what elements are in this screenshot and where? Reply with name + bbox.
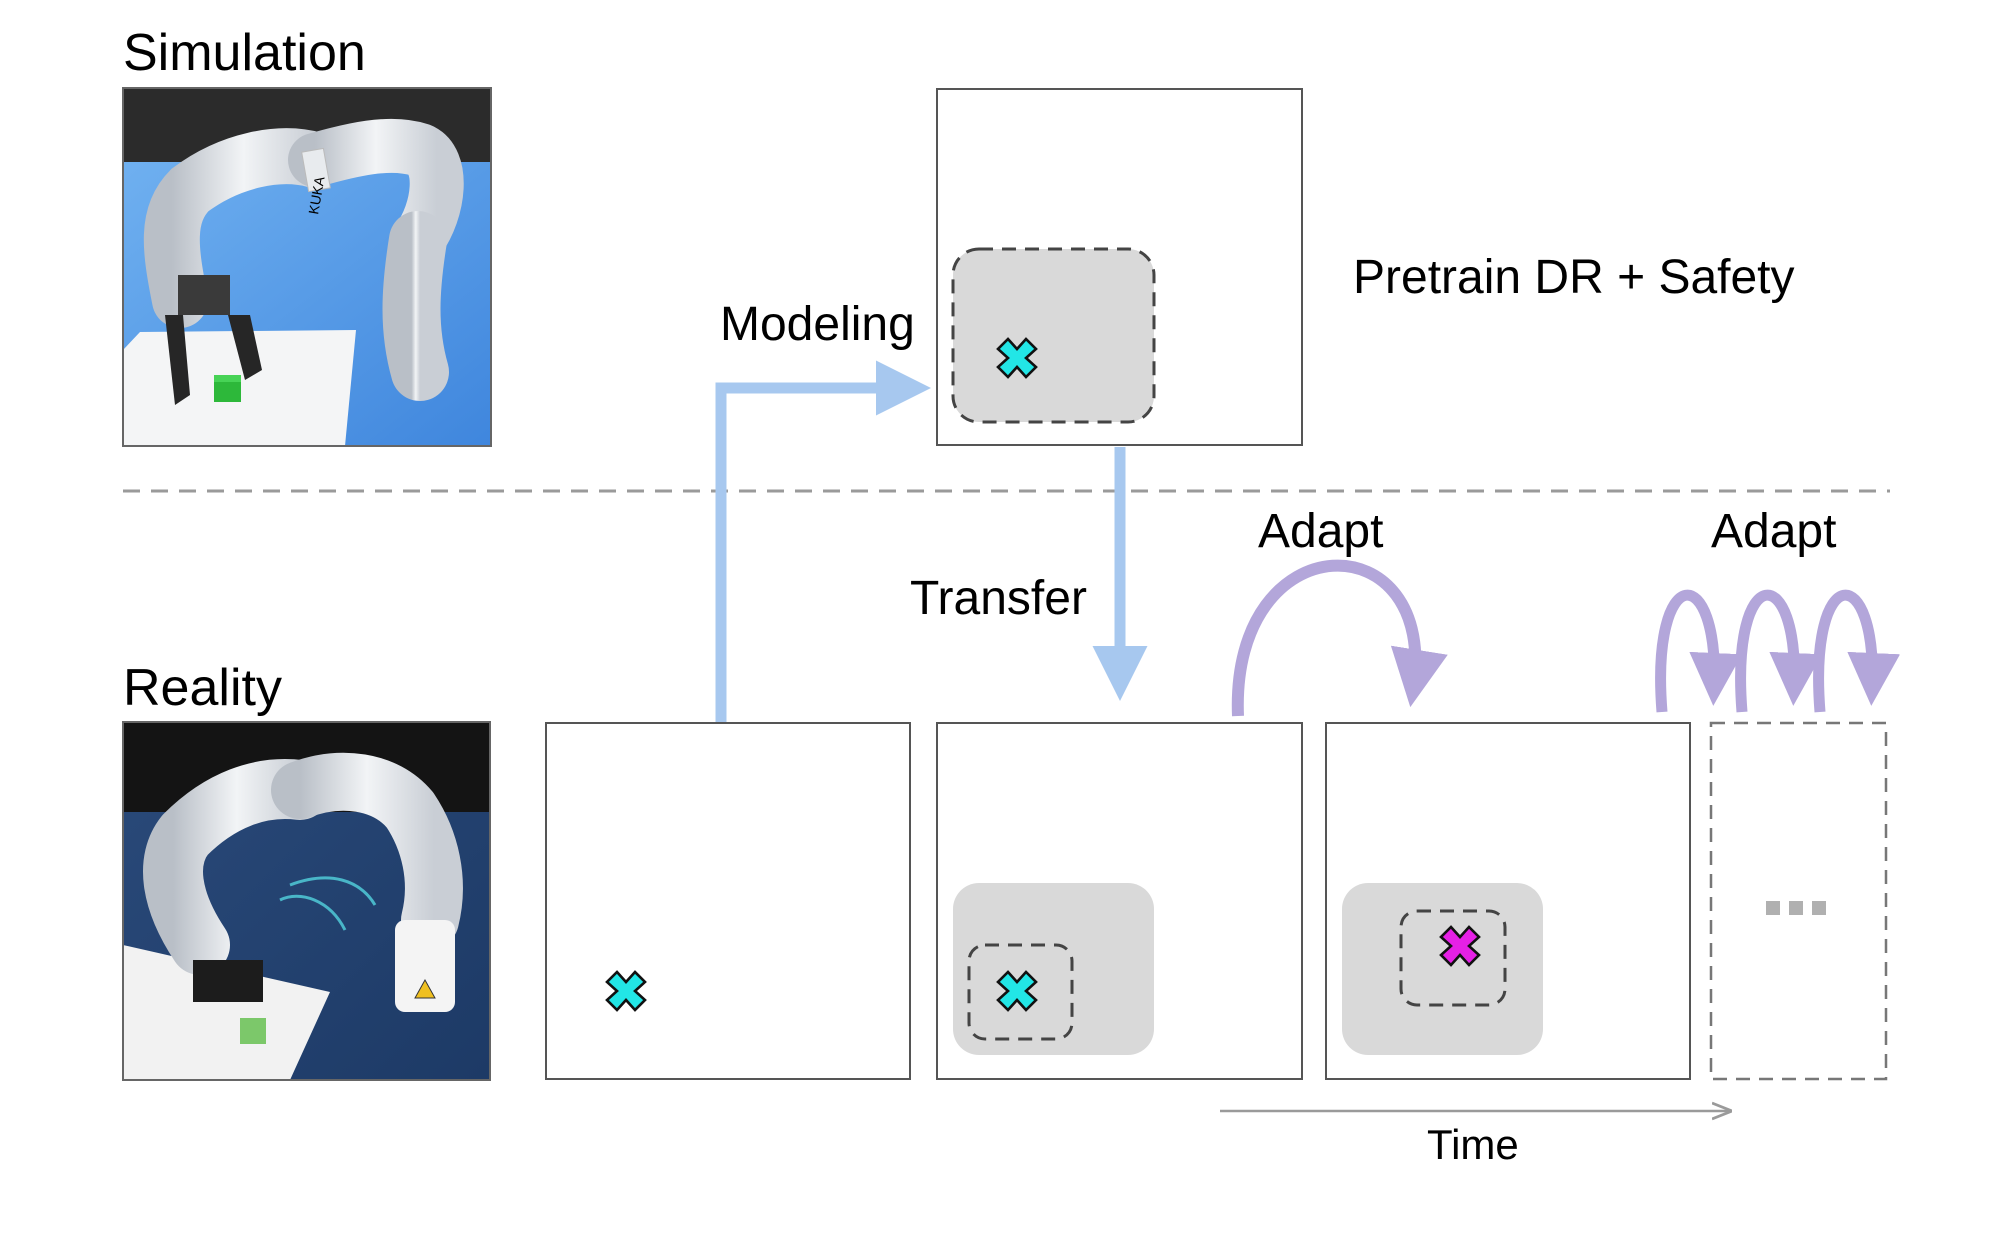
adapt-arrow-small	[1813, 589, 1901, 713]
reality-title: Reality	[123, 659, 282, 717]
adapt-arrow	[1231, 559, 1448, 717]
adapt-arrow-small	[1655, 589, 1743, 713]
safe-region-transfer	[953, 883, 1154, 1055]
safe-region-simulation	[951, 247, 1156, 424]
time-label: Time	[1427, 1121, 1519, 1168]
transfer-label: Transfer	[910, 572, 1087, 625]
adapt-label-first: Adapt	[1258, 505, 1383, 558]
simulation-robot-logo: KUKA	[305, 175, 327, 216]
modeling-label: Modeling	[720, 298, 915, 351]
adapt-label-second: Adapt	[1711, 505, 1836, 558]
real-robot-image	[123, 722, 490, 1080]
pretrain-label: Pretrain DR + Safety	[1353, 251, 1795, 304]
simulation-image-frame	[122, 87, 492, 447]
simulation-robot-image: KUKA	[123, 88, 491, 446]
reality-panel-initial	[545, 722, 911, 1080]
local-region-adapted	[1399, 909, 1507, 1007]
local-region-transfer	[967, 943, 1074, 1041]
safe-region-adapted	[1342, 883, 1543, 1055]
ellipsis-icon	[1766, 901, 1826, 915]
adapt-arrow-small	[1735, 589, 1823, 713]
simulation-title: Simulation	[123, 24, 366, 82]
real-image-frame	[122, 721, 491, 1081]
modeling-arrow	[715, 360, 931, 722]
